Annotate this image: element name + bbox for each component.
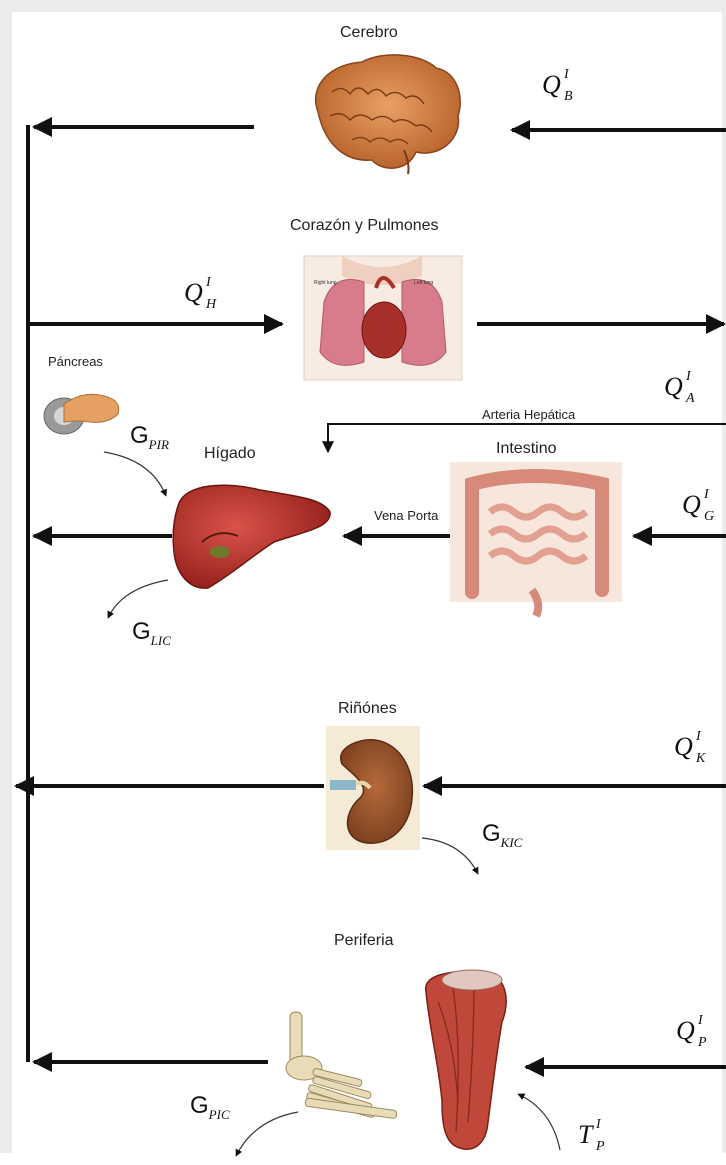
diagram-canvas: Right lung Left lung xyxy=(12,12,726,1165)
liver-illustration xyxy=(173,485,330,588)
kidney-illustration xyxy=(326,726,420,850)
kidneys-label: Riñónes xyxy=(338,700,397,718)
liver-uptake-arrow xyxy=(108,580,168,618)
heart-lungs-illustration: Right lung Left lung xyxy=(304,256,462,380)
foot-illustration xyxy=(286,1012,397,1119)
intestine-illustration xyxy=(450,462,622,616)
brain-illustration xyxy=(316,55,460,174)
pancreas-illustration xyxy=(44,394,119,434)
brain-label: Cerebro xyxy=(340,24,398,42)
hepatic-artery-label: Arteria Hepática xyxy=(482,407,575,422)
tp-arrow xyxy=(518,1094,560,1150)
pancreas-label: Páncreas xyxy=(48,354,103,369)
g-pic-label: GPIC xyxy=(190,1092,230,1123)
intestine-label: Intestino xyxy=(496,440,556,458)
leg-muscle-illustration xyxy=(426,970,507,1149)
portal-vein-label: Vena Porta xyxy=(374,508,438,523)
heart-lungs-label: Corazón y Pulmones xyxy=(290,217,439,235)
periphery-uptake-arrow xyxy=(236,1112,298,1156)
liver-label: Hígado xyxy=(204,445,256,463)
g-pir-label: GPIR xyxy=(130,422,169,453)
svg-text:Right lung: Right lung xyxy=(314,280,337,286)
kidney-uptake-arrow xyxy=(422,838,478,874)
svg-text:Left lung: Left lung xyxy=(414,280,433,286)
g-kic-label: GKIC xyxy=(482,820,522,851)
periphery-label: Periferia xyxy=(334,932,394,950)
g-lic-label: GLIC xyxy=(132,618,171,649)
pancreas-to-liver-arrow xyxy=(104,452,166,496)
